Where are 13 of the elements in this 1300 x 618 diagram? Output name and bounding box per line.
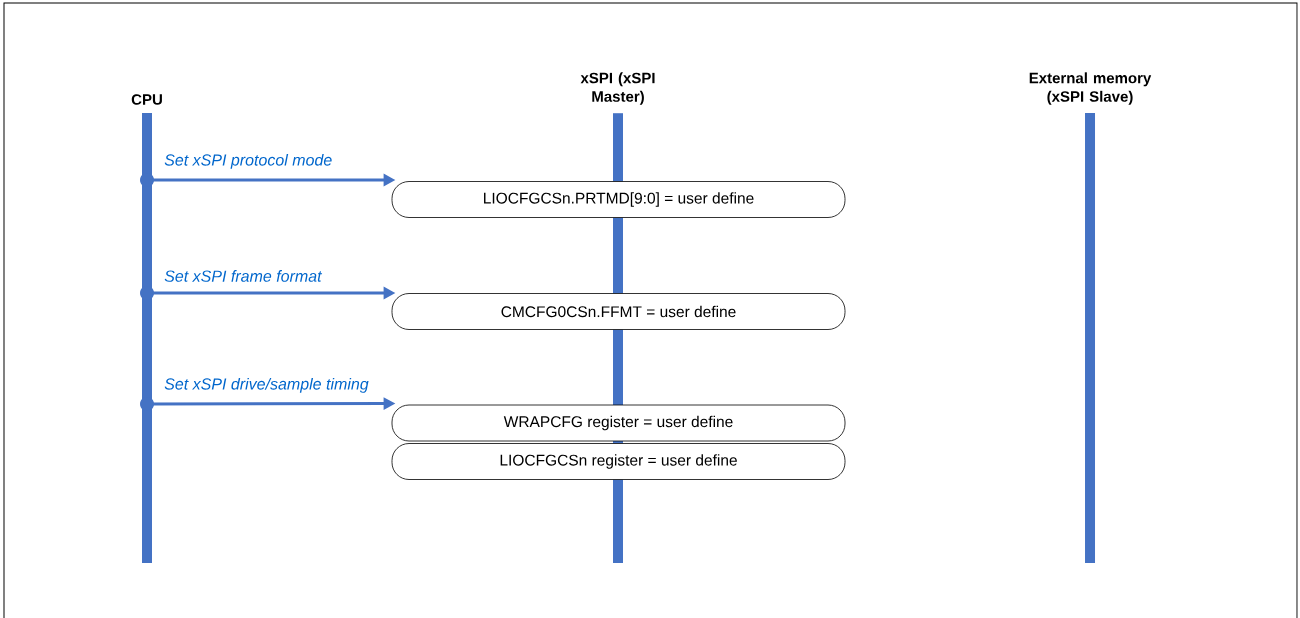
- lifeline: CPU: [131, 94, 162, 563]
- node-label: CPU: [131, 94, 162, 105]
- edge-label: Set xSPI protocol mode: [164, 153, 332, 169]
- node-label: External memory (xSPI Slave): [1029, 72, 1152, 105]
- node-label: xSPI (xSPI Master): [580, 72, 655, 105]
- register-box: LIOCFGCSn.PRTMD[9:0] = user define: [391, 181, 846, 218]
- lifeline: xSPI (xSPI Master): [580, 72, 655, 182]
- edge-label: Set xSPI drive/sample timing: [164, 377, 369, 393]
- register-box: CMCFG0CSn.FFMT = user define: [391, 293, 846, 330]
- lifeline: External memory (xSPI Slave): [1029, 72, 1152, 563]
- register-box: WRAPCFG register = user define: [391, 404, 846, 442]
- edge-label: Set xSPI frame format: [164, 270, 323, 282]
- register-box: LIOCFGCSn register = user define: [391, 443, 846, 480]
